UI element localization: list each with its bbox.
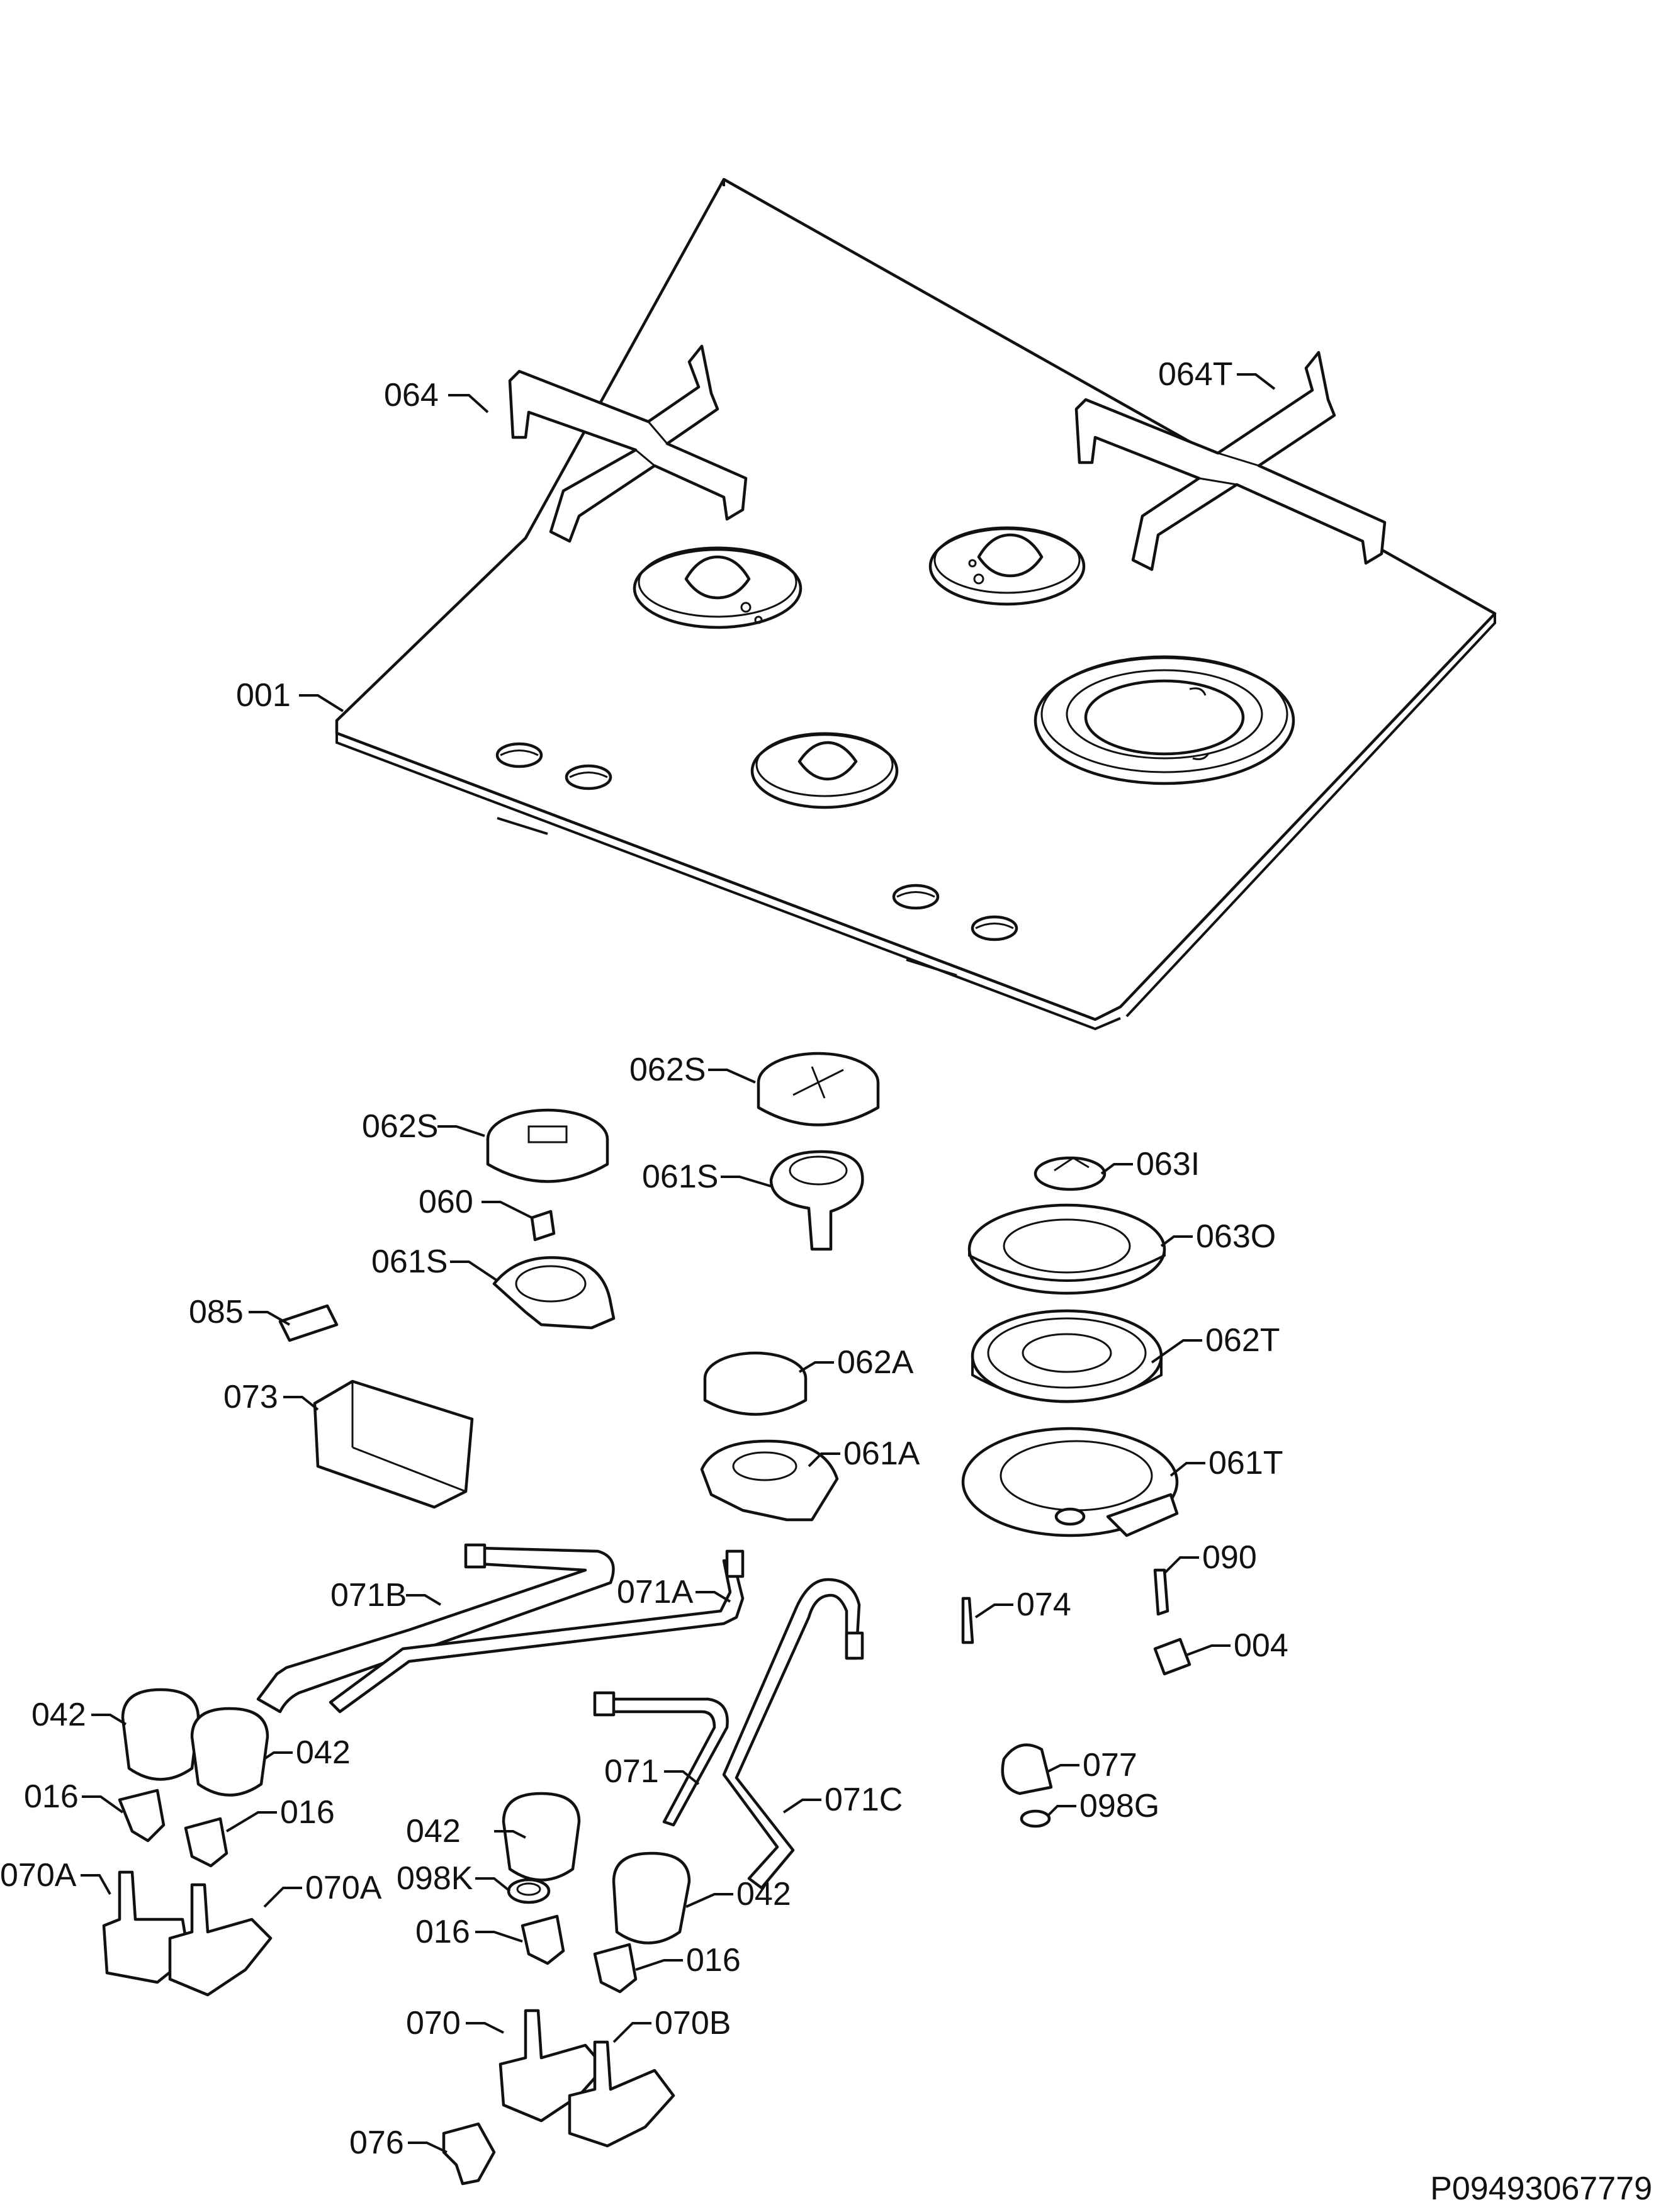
thermocouple-090 <box>1153 1568 1169 1616</box>
pan-support-right <box>1074 351 1387 571</box>
burner-body-061T <box>961 1427 1179 1537</box>
extender-016-c <box>521 1914 565 1965</box>
label-071C: 071C <box>825 1782 903 1818</box>
burner-body-061A <box>700 1439 839 1522</box>
extender-016-b <box>184 1817 228 1868</box>
extender-016-a <box>118 1788 166 1843</box>
label-061S-center: 061S <box>642 1159 718 1195</box>
cooktop-plate <box>335 177 1497 1031</box>
label-061S-left: 061S <box>371 1244 448 1280</box>
label-062A: 062A <box>837 1344 914 1381</box>
valve-070B <box>568 2040 675 2148</box>
washer-098G <box>1020 1809 1051 1828</box>
label-016-b: 016 <box>280 1794 335 1831</box>
label-074: 074 <box>1017 1586 1071 1623</box>
label-064: 064 <box>384 377 439 413</box>
leader-lines <box>81 373 1276 2153</box>
reference-labels: 064 064T 001 062S 062S 060 061S 061S 085… <box>0 356 1288 2161</box>
burner-opening-triple-crown <box>1034 655 1295 785</box>
label-016-d: 016 <box>686 1942 741 1979</box>
knob-042-d <box>612 1851 691 1945</box>
burner-opening-left-rear <box>633 546 803 629</box>
document-code: P09493067779 <box>1430 2170 1652 2207</box>
spark-generator-073 <box>313 1379 474 1509</box>
burner-cap-062S-left <box>486 1108 609 1183</box>
label-042-c: 042 <box>406 1813 461 1850</box>
label-073: 073 <box>223 1379 278 1415</box>
label-042-a: 042 <box>31 1697 86 1733</box>
gas-pipes <box>256 1543 864 1890</box>
elbow-077 <box>1001 1743 1053 1795</box>
label-070A-a: 070A <box>0 1857 77 1894</box>
label-077: 077 <box>1083 1747 1137 1783</box>
label-061A: 061A <box>843 1435 920 1472</box>
label-042-d: 042 <box>736 1876 791 1912</box>
label-090: 090 <box>1202 1539 1257 1576</box>
label-070B: 070B <box>655 2005 731 2041</box>
knob-042-c <box>502 1792 581 1882</box>
burner-body-061S-left <box>492 1256 616 1330</box>
outer-ring-063O <box>967 1203 1166 1295</box>
label-004: 004 <box>1234 1627 1288 1664</box>
label-060: 060 <box>419 1184 473 1220</box>
ignition-plug-085 <box>278 1304 339 1342</box>
label-063I: 063I <box>1136 1146 1200 1182</box>
burner-body-061S-center <box>769 1150 864 1251</box>
pan-support-left <box>508 344 748 543</box>
label-070A-b: 070A <box>305 1870 382 1906</box>
burner-cap-062S-center <box>757 1052 880 1126</box>
label-070: 070 <box>406 2005 461 2041</box>
electrode-074 <box>961 1597 974 1644</box>
knob-042-b <box>190 1707 269 1797</box>
label-071A: 071A <box>617 1574 694 1610</box>
clip-004 <box>1153 1637 1191 1676</box>
burner-opening-center-front <box>750 732 899 809</box>
label-085: 085 <box>189 1294 244 1330</box>
extender-016-d <box>593 1943 638 1994</box>
injector-060 <box>530 1210 556 1242</box>
washer-098K <box>507 1878 551 1904</box>
label-062S-center: 062S <box>629 1052 706 1088</box>
label-062S-left: 062S <box>362 1108 438 1145</box>
label-071: 071 <box>604 1753 659 1790</box>
valve-070A-b <box>168 1883 273 1997</box>
label-071B: 071B <box>330 1577 407 1614</box>
label-063O: 063O <box>1196 1218 1276 1255</box>
label-061T: 061T <box>1208 1445 1283 1481</box>
label-064T: 064T <box>1158 356 1233 393</box>
label-042-b: 042 <box>296 1734 351 1771</box>
knob-042-a <box>121 1688 200 1781</box>
label-016-a: 016 <box>24 1778 79 1815</box>
bracket-076 <box>442 2122 496 2186</box>
label-062T: 062T <box>1205 1322 1280 1359</box>
knob-holes <box>495 742 1018 941</box>
label-076: 076 <box>349 2125 404 2161</box>
flame-spreader-062T <box>971 1309 1163 1403</box>
label-001: 001 <box>236 677 291 714</box>
inner-cap-063I <box>1034 1156 1107 1191</box>
burner-opening-right-rear <box>928 526 1086 606</box>
label-098K: 098K <box>397 1860 473 1897</box>
burner-cap-062A <box>703 1351 808 1416</box>
label-016-c: 016 <box>415 1914 470 1950</box>
label-098G: 098G <box>1079 1788 1159 1824</box>
